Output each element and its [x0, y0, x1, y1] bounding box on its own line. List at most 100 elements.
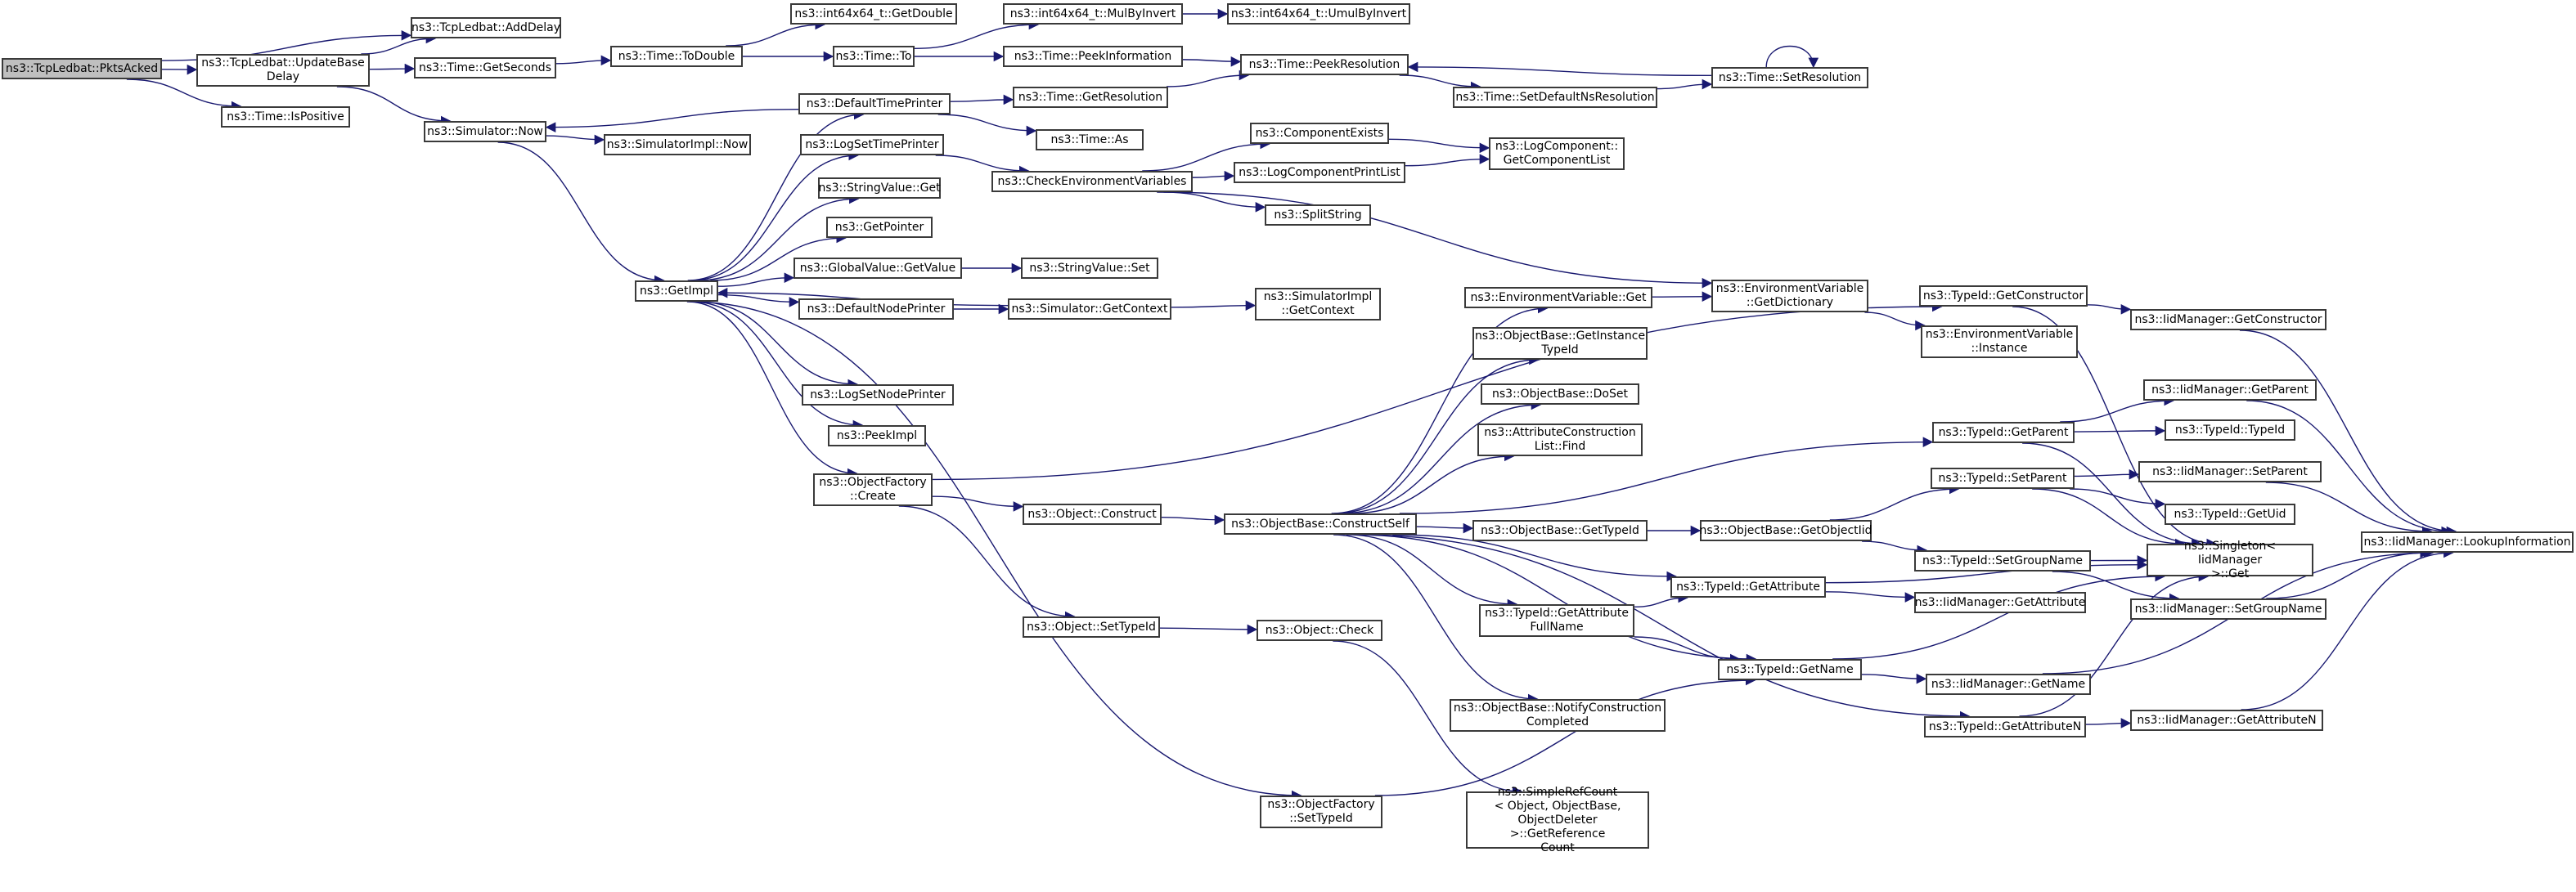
graph-node-n3[interactable]: ns3::TcpLedbat::UpdateBase Delay [196, 54, 370, 87]
graph-node-n34[interactable]: ns3::LogSetNodePrinter [802, 384, 954, 406]
graph-node-label: ns3::Simulator::GetContext [1011, 302, 1168, 316]
graph-node-n54[interactable]: ns3::IidManager::GetConstructor [2130, 309, 2326, 330]
graph-node-n35[interactable]: ns3::PeekImpl [828, 425, 926, 446]
graph-node-n27[interactable]: ns3::StringValue::Get [818, 177, 941, 199]
graph-node-n13[interactable]: ns3::Time::PeekResolution [1240, 54, 1409, 75]
graph-node-n36[interactable]: ns3::ObjectFactory ::Create [813, 473, 933, 506]
graph-node-n11[interactable]: ns3::int64x64_t::UmulByInvert [1227, 3, 1410, 25]
graph-node-label: ns3::ObjectFactory ::Create [819, 476, 927, 503]
graph-node-label: ns3::Time::GetSeconds [419, 61, 551, 74]
graph-edge [1374, 675, 1756, 796]
graph-node-n1[interactable]: ns3::TcpLedbat::PktsAcked [2, 58, 162, 79]
graph-edge [1399, 74, 1481, 92]
graph-node-n67[interactable]: ns3::IidManager::GetName [1926, 674, 2091, 695]
graph-node-label: ns3::TypeId::TypeId [2174, 423, 2286, 437]
graph-node-n49[interactable]: ns3::ObjectBase::GetObjectIid [1699, 520, 1872, 541]
graph-node-n21[interactable]: ns3::LogSetTimePrinter [800, 134, 944, 155]
graph-node-n68[interactable]: ns3::TypeId::GetAttributeN [1924, 716, 2086, 737]
graph-edge [2087, 304, 2132, 315]
graph-node-n37[interactable]: ns3::Object::Construct [1023, 504, 1162, 525]
graph-node-label: ns3::DefaultTimePrinter [806, 96, 943, 110]
graph-node-n41[interactable]: ns3::ObjectFactory ::SetTypeId [1260, 796, 1382, 828]
graph-node-n18[interactable]: ns3::Time::As [1036, 129, 1144, 150]
graph-node-n66[interactable]: ns3::TypeId::GetName [1718, 659, 1862, 680]
graph-node-n43[interactable]: ns3::EnvironmentVariable ::GetDictionary [1711, 280, 1868, 312]
graph-node-n17[interactable]: ns3::Time::GetResolution [1013, 87, 1168, 108]
graph-node-n38[interactable]: ns3::ObjectBase::ConstructSelf [1224, 513, 1417, 535]
graph-edge [690, 301, 864, 431]
graph-node-n20[interactable]: ns3::GetImpl [635, 280, 718, 302]
graph-edge [1416, 522, 1474, 534]
graph-node-n28[interactable]: ns3::GetPointer [826, 217, 933, 238]
graph-node-label: ns3::ObjectBase::GetInstance TypeId [1474, 329, 1646, 356]
graph-node-n23[interactable]: ns3::ComponentExists [1250, 123, 1389, 144]
graph-edge [1634, 592, 1689, 608]
graph-node-n52[interactable]: ns3::SimpleRefCount < Object, ObjectBase… [1466, 786, 1649, 854]
graph-node-n8[interactable]: ns3::int64x64_t::GetDouble [790, 3, 957, 25]
graph-node-n58[interactable]: ns3::TypeId::SetParent [1931, 468, 2075, 489]
graph-node-n70[interactable]: ns3::IidManager::LookupInformation [2361, 531, 2574, 553]
graph-edge [1829, 483, 1960, 521]
graph-node-n40[interactable]: ns3::Object::Check [1257, 620, 1382, 641]
graph-node-n7[interactable]: ns3::Time::ToDouble [610, 46, 743, 67]
graph-node-n25[interactable]: ns3::LogComponent:: GetComponentList [1489, 137, 1625, 170]
graph-node-n56[interactable]: ns3::IidManager::GetParent [2143, 379, 2317, 401]
graph-node-label: ns3::LogComponent:: GetComponentList [1495, 140, 1619, 167]
graph-node-n10[interactable]: ns3::int64x64_t::MulByInvert [1003, 3, 1183, 25]
graph-node-n16[interactable]: ns3::DefaultTimePrinter [798, 93, 951, 114]
graph-edge [2239, 329, 2457, 537]
graph-edge [497, 141, 665, 286]
graph-edge [710, 232, 847, 281]
graph-node-n15[interactable]: ns3::Time::SetDefaultNsResolution [1453, 87, 1657, 108]
graph-node-n57[interactable]: ns3::TypeId::TypeId [2165, 419, 2295, 441]
graph-edge [1399, 437, 1934, 514]
graph-node-n2[interactable]: ns3::TcpLedbat::AddDelay [411, 17, 561, 38]
graph-node-n65[interactable]: ns3::IidManager::SetGroupName [2130, 598, 2326, 620]
graph-node-n26[interactable]: ns3::SplitString [1265, 204, 1371, 226]
graph-node-n9[interactable]: ns3::Time::To [833, 46, 915, 67]
graph-node-n30[interactable]: ns3::StringValue::Set [1021, 258, 1158, 279]
graph-node-n55[interactable]: ns3::TypeId::GetParent [1932, 422, 2075, 443]
graph-node-n59[interactable]: ns3::IidManager::SetParent [2138, 461, 2322, 482]
graph-node-n19[interactable]: ns3::SimulatorImpl::Now [604, 134, 751, 155]
graph-node-n4[interactable]: ns3::Time::IsPositive [221, 106, 350, 128]
graph-node-n60[interactable]: ns3::TypeId::GetUid [2165, 504, 2295, 525]
graph-node-n47[interactable]: ns3::AttributeConstruction List::Find [1477, 424, 1643, 456]
graph-node-n24[interactable]: ns3::LogComponentPrintList [1234, 162, 1405, 183]
graph-node-label: ns3::LogComponentPrintList [1239, 165, 1400, 179]
graph-node-n64[interactable]: ns3::IidManager::GetAttribute [1914, 592, 2086, 613]
graph-edge [932, 301, 1943, 481]
graph-node-n45[interactable]: ns3::ObjectBase::GetInstance TypeId [1472, 327, 1648, 360]
graph-node-label: ns3::SplitString [1274, 208, 1362, 222]
graph-node-label: ns3::Time::To [835, 49, 912, 63]
graph-node-n61[interactable]: ns3::TypeId::SetGroupName [1914, 550, 2091, 572]
graph-node-n46[interactable]: ns3::ObjectBase::DoSet [1481, 383, 1639, 405]
graph-node-label: ns3::TypeId::GetUid [2174, 507, 2286, 521]
graph-node-n69[interactable]: ns3::IidManager::GetAttributeN [2130, 710, 2323, 731]
graph-node-n39[interactable]: ns3::Object::SetTypeId [1023, 616, 1160, 638]
graph-node-n33[interactable]: ns3::SimulatorImpl ::GetContext [1255, 288, 1381, 320]
graph-node-n42[interactable]: ns3::EnvironmentVariable::Get [1464, 287, 1652, 308]
graph-node-label: ns3::SimulatorImpl ::GetContext [1263, 290, 1373, 317]
graph-node-n50[interactable]: ns3::TypeId::GetAttribute FullName [1479, 604, 1634, 637]
graph-node-n32[interactable]: ns3::Simulator::GetContext [1008, 298, 1171, 320]
graph-edge [126, 78, 242, 112]
graph-node-n22[interactable]: ns3::CheckEnvironmentVariables [991, 171, 1193, 192]
graph-edge [1832, 571, 2165, 660]
graph-node-label: ns3::PeekImpl [836, 428, 918, 442]
graph-node-n12[interactable]: ns3::Time::PeekInformation [1003, 46, 1183, 67]
graph-node-n51[interactable]: ns3::ObjectBase::NotifyConstruction Comp… [1450, 699, 1666, 732]
graph-node-label: ns3::TypeId::GetAttribute FullName [1485, 607, 1629, 634]
graph-node-n31[interactable]: ns3::DefaultNodePrinter [798, 298, 954, 320]
graph-node-n14[interactable]: ns3::Time::SetResolution [1711, 67, 1868, 88]
graph-node-n62[interactable]: ns3::Singleton< IidManager >::Get [2147, 540, 2313, 580]
graph-node-n63[interactable]: ns3::TypeId::GetAttribute [1670, 576, 1826, 598]
graph-node-label: ns3::int64x64_t::MulByInvert [1009, 7, 1176, 20]
graph-node-label: ns3::TypeId::GetName [1726, 662, 1854, 676]
graph-node-n29[interactable]: ns3::GlobalValue::GetValue [793, 258, 962, 279]
graph-node-n53[interactable]: ns3::TypeId::GetConstructor [1919, 285, 2088, 307]
graph-node-n5[interactable]: ns3::Time::GetSeconds [414, 57, 556, 78]
graph-node-n6[interactable]: ns3::Simulator::Now [424, 121, 546, 142]
graph-node-n44[interactable]: ns3::EnvironmentVariable ::Instance [1921, 325, 2078, 358]
graph-node-n48[interactable]: ns3::ObjectBase::GetTypeId [1472, 520, 1648, 541]
